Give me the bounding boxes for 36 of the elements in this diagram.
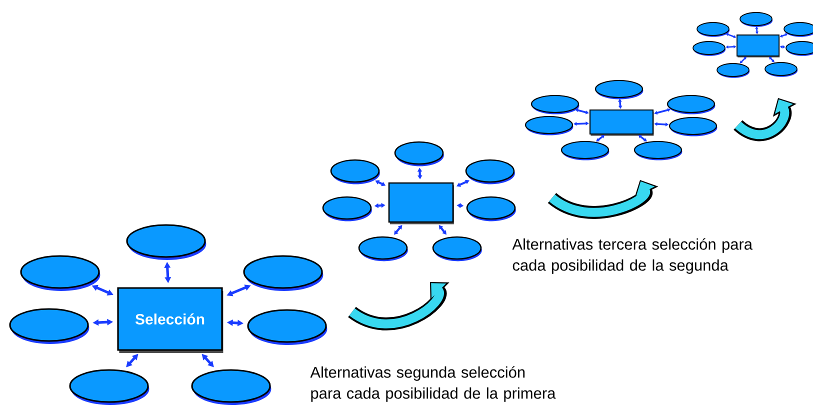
ellipse (432, 236, 482, 262)
ellipse (786, 41, 813, 56)
ellipse (9, 308, 90, 344)
ellipse (668, 116, 718, 136)
ellipse (69, 369, 150, 405)
ellipse (191, 369, 272, 405)
ellipse (465, 159, 515, 184)
ellipse (330, 159, 380, 184)
ellipse (594, 80, 644, 100)
box (589, 109, 654, 136)
ellipse (126, 224, 206, 260)
ellipse (740, 12, 773, 27)
ellipse (666, 94, 716, 114)
ellipse (764, 62, 798, 77)
ellipse (322, 196, 372, 222)
ellipse (20, 255, 100, 291)
arrow (394, 225, 402, 235)
caption-text: Alternativas tercera selección para cada posibilidad de la segunda (512, 238, 752, 274)
ellipse (358, 236, 408, 262)
ellipse (716, 63, 750, 78)
ellipse (692, 41, 726, 56)
caption-text: Alternativas segunda selección para cada posibilidad de la primera (310, 366, 556, 402)
arrow (618, 98, 622, 109)
ellipse (243, 255, 324, 291)
ellipse (530, 94, 580, 114)
box (388, 182, 454, 224)
ellipse (524, 116, 574, 136)
selection-box: Selección (117, 287, 224, 353)
ellipse (696, 22, 730, 37)
ellipse (560, 140, 610, 160)
ellipse (634, 140, 682, 160)
ellipse (247, 309, 328, 345)
box (736, 34, 780, 58)
ellipse (784, 22, 813, 37)
ellipse (394, 141, 444, 166)
ellipse (466, 196, 516, 222)
